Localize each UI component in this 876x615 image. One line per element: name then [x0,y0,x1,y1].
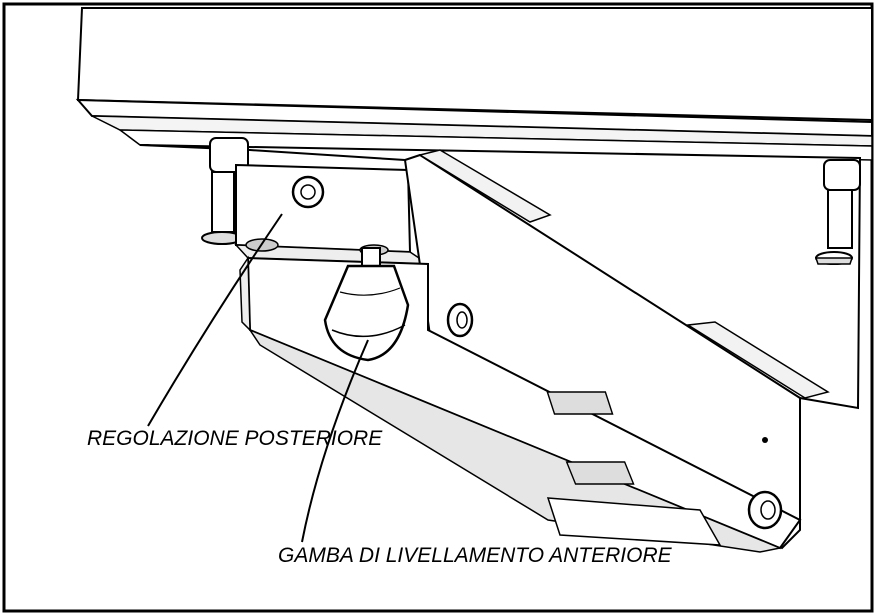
front-leveling-leg [323,247,410,362]
rear-right-leg [814,159,861,265]
rail-flange-right [685,321,830,399]
label-rear-adjustment: REGOLAZIONE POSTERIORE [87,427,383,450]
label-front-leveling-leg: GAMBA DI LIVELLAMENTO ANTERIORE [278,544,672,567]
front-nut-icon [747,490,783,530]
side-nut-icon [446,302,474,338]
rivet [762,437,768,443]
leader-line-front [301,339,369,543]
cabinet-underside [117,129,873,161]
leader-line-rear [147,213,283,427]
cabinet-body [76,7,873,122]
rear-left-leg [201,137,249,245]
rail-flange-top [418,149,552,223]
rear-adjustment-bracket [234,163,431,265]
